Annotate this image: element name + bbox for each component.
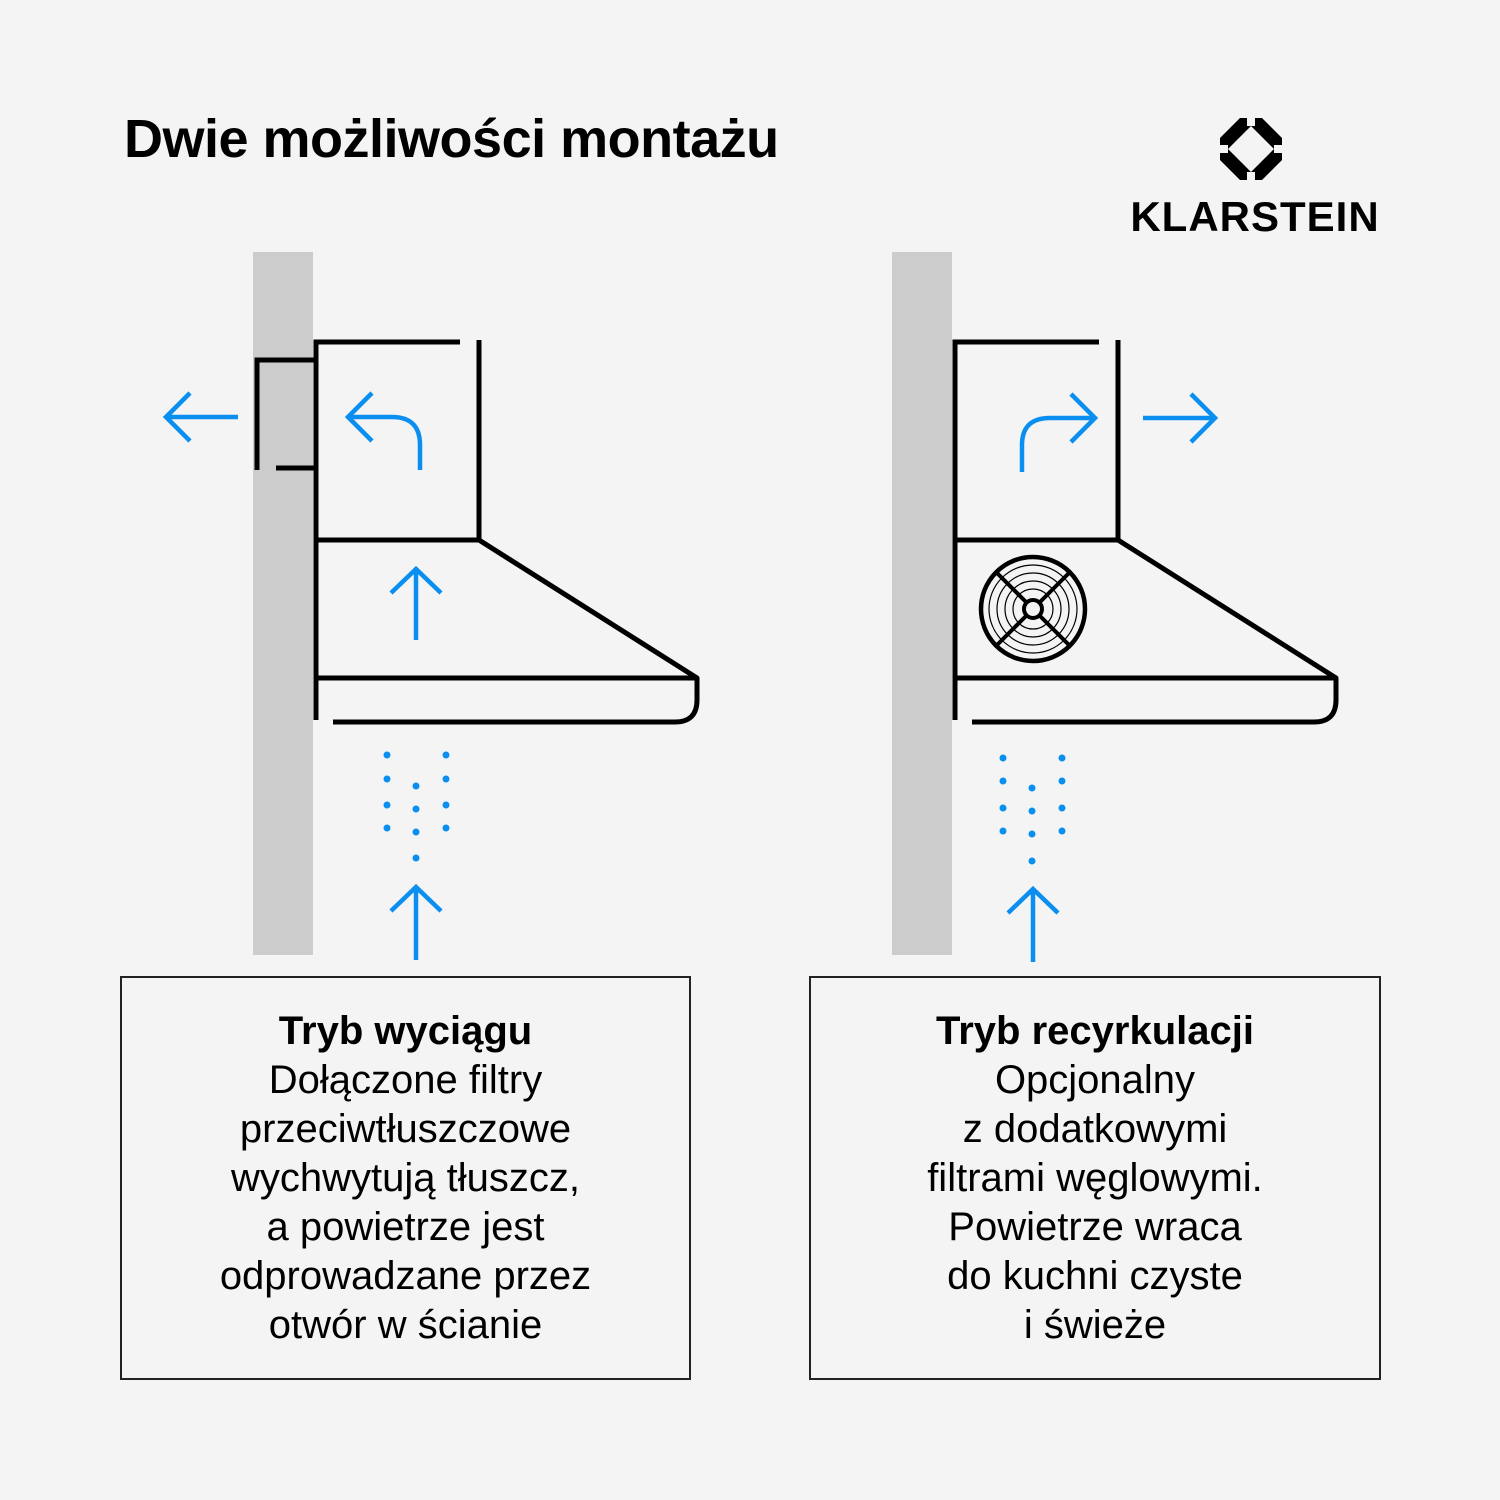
panel-text-line: z dodatkowymi — [962, 1106, 1228, 1151]
canopy-outline — [316, 537, 700, 725]
panel-text-line: a powietrze jest — [266, 1204, 545, 1249]
recirculation-diagram — [892, 252, 1339, 962]
chimney-outline — [313, 339, 482, 720]
panel-text-line: wychwytują tłuszcz, — [231, 1155, 580, 1200]
recirculation-mode-panel: Tryb recyrkulacji Opcjonalny z dodatkowy… — [809, 976, 1381, 1380]
panel-text-line: do kuchni czyste — [947, 1253, 1243, 1298]
panel-text-line: Dołączone filtry — [268, 1057, 543, 1102]
fan-filter-icon — [978, 554, 1088, 664]
wall-duct — [254, 357, 314, 471]
turn-left-arrow-icon — [344, 391, 423, 470]
panel-text-line: odprowadzane przez — [219, 1253, 592, 1298]
panel-heading: Tryb wyciągu — [278, 1008, 533, 1053]
turn-right-arrow-icon — [1019, 392, 1099, 472]
panel-text-line: filtrami węglowymi. — [927, 1155, 1263, 1200]
panel-text-line: Opcjonalny — [994, 1057, 1196, 1102]
panel-text-line: przeciwtłuszczowe — [239, 1106, 572, 1151]
exhaust-mode-panel: Tryb wyciągu Dołączone filtry przeciwtłu… — [120, 976, 691, 1380]
panel-heading: Tryb recyrkulacji — [936, 1008, 1254, 1053]
arrow-right-icon — [1143, 392, 1219, 444]
arrow-up-icon — [1006, 885, 1060, 962]
exhaust-diagram — [162, 252, 700, 960]
wall — [892, 252, 952, 955]
page-title: Dwie możliwości montażu — [124, 109, 779, 169]
brand-logo: KLARSTEIN — [1120, 118, 1390, 248]
canopy-outline — [955, 537, 1339, 725]
panel-text-line: otwór w ścianie — [268, 1302, 543, 1347]
arrow-up-icon — [389, 565, 443, 640]
arrow-up-icon — [389, 883, 443, 960]
brand-name: KLARSTEIN — [1130, 193, 1380, 240]
wall — [253, 252, 313, 955]
arrow-left-icon — [162, 391, 238, 443]
panel-text-line: Powietrze wraca — [948, 1204, 1242, 1249]
panel-text-line: i świeże — [1023, 1302, 1167, 1347]
octagon-diamond-logo-icon — [1220, 118, 1282, 180]
air-dots — [999, 754, 1066, 865]
air-dots — [383, 751, 450, 862]
